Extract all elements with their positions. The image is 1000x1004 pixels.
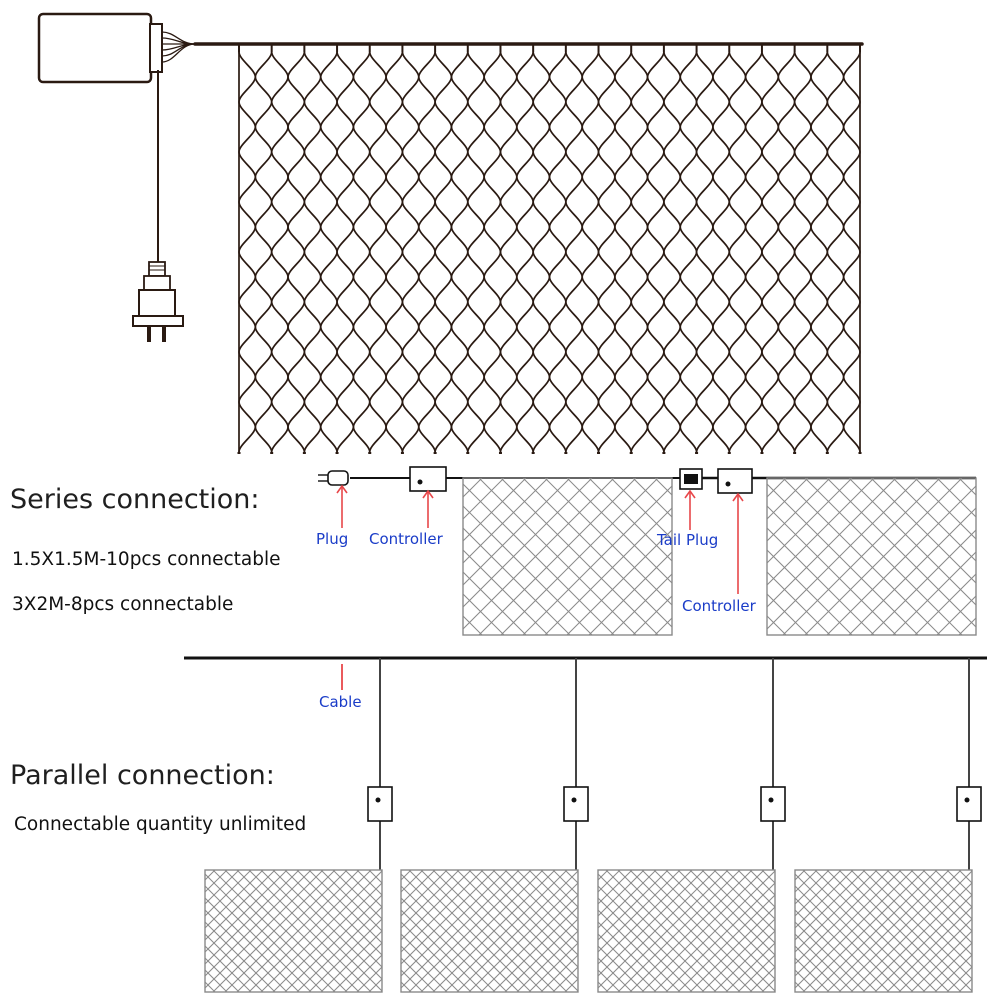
plug-label: Plug: [316, 530, 349, 548]
plug-icon: [318, 470, 349, 486]
controller-icon: [956, 786, 982, 822]
controller-label-1: Controller: [369, 530, 443, 548]
series-spec-1: 1.5X1.5M-10pcs connectable: [12, 549, 281, 570]
controller-icon: [367, 786, 393, 822]
net-light-panel: [193, 42, 864, 454]
parallel-diagram: [184, 656, 987, 993]
net-panel: [204, 869, 383, 993]
adapter-wire-fan: [161, 31, 196, 63]
cable-label: Cable: [319, 693, 362, 711]
parallel-spec: Connectable quantity unlimited: [14, 814, 307, 835]
series-title: Series connection:: [10, 484, 260, 515]
controller-icon: [409, 466, 447, 492]
power-adapter-icon: [37, 12, 163, 84]
controller-icon: [717, 468, 753, 494]
net-panel: [597, 869, 776, 993]
tail-plug-icon: [679, 468, 703, 490]
net-panel: [462, 477, 673, 636]
controller-icon: [563, 786, 589, 822]
plug-icon: [132, 70, 184, 342]
pointer-arrows: [336, 484, 744, 594]
parallel-title: Parallel connection:: [10, 760, 275, 791]
controller-icon: [760, 786, 786, 822]
net-panel: [400, 869, 579, 993]
tail-plug-label: Tail Plug: [657, 531, 719, 549]
net-panel: [766, 477, 977, 636]
series-diagram: [318, 466, 977, 636]
series-spec-2: 3X2M-8pcs connectable: [12, 594, 234, 615]
net-panel: [794, 869, 973, 993]
controller-label-2: Controller: [682, 597, 756, 615]
